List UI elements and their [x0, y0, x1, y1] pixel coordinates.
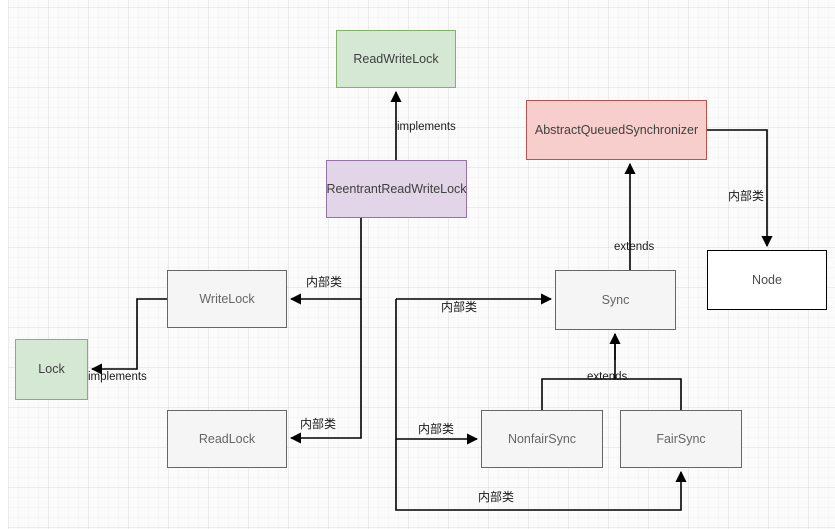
edge-label-implements-lock: implements: [88, 371, 147, 383]
edge-rrwl-inner-readlock: [289, 299, 362, 444]
node-nonfairsync[interactable]: NonfairSync: [481, 410, 603, 468]
node-readlock[interactable]: ReadLock: [167, 410, 287, 468]
edge-aqs-inner-node: [707, 129, 773, 248]
node-label: Node: [752, 272, 782, 287]
node-label: NonfairSync: [507, 431, 577, 446]
edge-label-extends-sync: extends: [587, 371, 628, 383]
node-fairsync[interactable]: FairSync: [620, 410, 742, 468]
edge-rrwl-inner-nonfairsync: [395, 299, 479, 445]
node-label: ReadLock: [198, 431, 256, 446]
edge-label-inner-writelock: 内部类: [306, 275, 343, 289]
node-label: ReadWriteLock: [353, 51, 439, 66]
edge-label-inner-readlock: 内部类: [300, 417, 337, 431]
node-label: AbstractQueuedSynchronizer: [534, 122, 699, 137]
node-lock[interactable]: Lock: [15, 339, 88, 400]
edge-label-extends-aqs: extends: [614, 241, 655, 253]
edge-rrwl-inner-fairsync: [395, 439, 687, 511]
node-label: ReentrantReadWriteLock: [326, 181, 467, 196]
node-readwritelock[interactable]: ReadWriteLock: [336, 30, 456, 88]
edge-label-inner-node: 内部类: [728, 189, 765, 203]
node-label: FairSync: [656, 431, 706, 446]
node-node[interactable]: Node: [707, 250, 827, 310]
node-writelock[interactable]: WriteLock: [167, 270, 287, 328]
edge-locks-implements-lock: [90, 298, 167, 375]
node-reentrantreadwritelock[interactable]: ReentrantReadWriteLock: [326, 160, 467, 218]
node-label: Lock: [38, 362, 65, 376]
node-label: Sync: [601, 292, 630, 307]
node-abstractqueuedsynchronizer[interactable]: AbstractQueuedSynchronizer: [526, 100, 707, 160]
edge-label-inner-fairsync: 内部类: [478, 490, 515, 504]
node-sync[interactable]: Sync: [555, 270, 676, 330]
edge-label-inner-nonfairsync: 内部类: [418, 422, 455, 436]
edge-label-implements-readwritelock: implements: [397, 121, 456, 133]
edge-fairsync-riser: [615, 378, 682, 410]
node-label: WriteLock: [199, 291, 255, 306]
edge-label-inner-sync: 内部类: [441, 300, 478, 314]
